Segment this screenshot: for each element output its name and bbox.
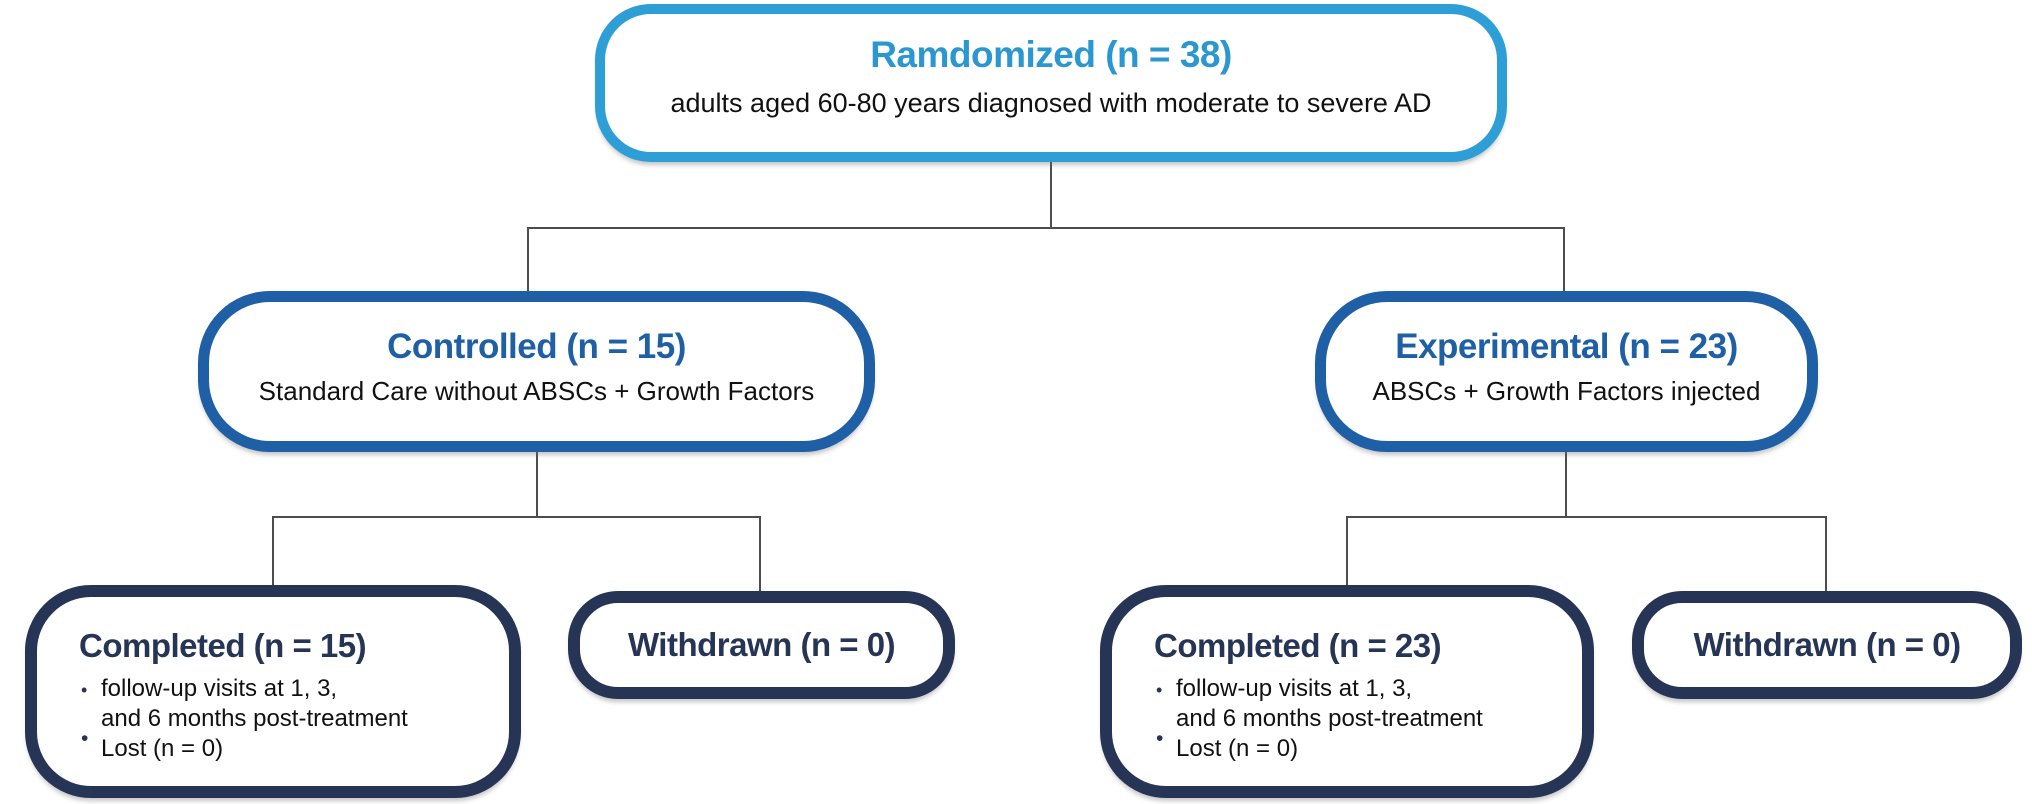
bullet-dot-icon: • — [1156, 727, 1164, 750]
experimental-completed-title: Completed (n = 23) — [1154, 627, 1442, 664]
controlled-completed-title: Completed (n = 15) — [79, 627, 367, 664]
experimental-completed-box: Completed (n = 23) • follow-up visits at… — [1100, 585, 1594, 798]
randomized-box: Ramdomized (n = 38) adults aged 60-80 ye… — [595, 4, 1507, 162]
controlled-withdrawn-title: Withdrawn (n = 0) — [627, 626, 896, 663]
controlled-withdrawn-box: Withdrawn (n = 0) — [568, 591, 955, 699]
controlled-title: Controlled (n = 15) — [387, 326, 686, 366]
connector-line — [536, 452, 538, 517]
connector-line — [1050, 162, 1052, 228]
connector-line — [1565, 452, 1567, 517]
connector-line — [527, 227, 1565, 229]
bullet-dot-icon: • — [81, 680, 88, 700]
connector-line — [527, 227, 529, 291]
bullet-text: follow-up visits at 1, 3, and 6 months p… — [1176, 675, 1483, 732]
bullet-dot-icon: • — [1156, 680, 1163, 700]
connector-line — [759, 516, 761, 592]
connector-line — [272, 516, 274, 586]
connector-line — [1825, 516, 1827, 592]
experimental-subtitle: ABSCs + Growth Factors injected — [1372, 375, 1761, 406]
controlled-completed-bullets: • follow-up visits at 1, 3, and 6 months… — [79, 674, 491, 764]
bullet-text: follow-up visits at 1, 3, and 6 months p… — [101, 675, 408, 732]
connector-line — [272, 516, 761, 518]
bullet-item: • follow-up visits at 1, 3, and 6 months… — [1154, 674, 1564, 734]
connector-line — [1563, 227, 1565, 291]
experimental-withdrawn-box: Withdrawn (n = 0) — [1632, 591, 2022, 699]
experimental-withdrawn-title: Withdrawn (n = 0) — [1693, 626, 1961, 663]
randomized-title: Ramdomized (n = 38) — [870, 33, 1232, 75]
controlled-completed-box: Completed (n = 15) • follow-up visits at… — [25, 585, 521, 798]
bullet-item: • Lost (n = 0) — [79, 727, 491, 764]
randomized-subtitle: adults aged 60-80 years diagnosed with m… — [670, 87, 1432, 118]
bullet-text: Lost (n = 0) — [1176, 735, 1299, 762]
bullet-dot-icon: • — [81, 727, 89, 750]
connector-line — [1346, 516, 1348, 586]
experimental-box: Experimental (n = 23) ABSCs + Growth Fac… — [1315, 291, 1818, 452]
controlled-box: Controlled (n = 15) Standard Care withou… — [198, 291, 875, 452]
controlled-subtitle: Standard Care without ABSCs + Growth Fac… — [258, 375, 815, 406]
connector-line — [1346, 516, 1827, 518]
experimental-completed-bullets: • follow-up visits at 1, 3, and 6 months… — [1154, 674, 1564, 764]
experimental-title: Experimental (n = 23) — [1395, 326, 1738, 366]
bullet-text: Lost (n = 0) — [101, 735, 224, 762]
bullet-item: • Lost (n = 0) — [1154, 727, 1564, 764]
bullet-item: • follow-up visits at 1, 3, and 6 months… — [79, 674, 491, 734]
